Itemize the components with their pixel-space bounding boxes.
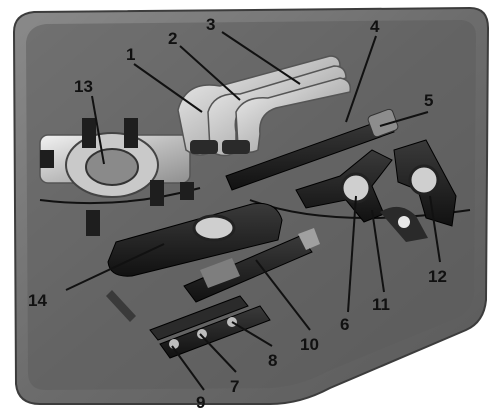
callout-10: 10 [300,335,319,354]
crossbar-2-arm [393,139,457,227]
callout-13: 13 [74,77,93,96]
hydraulic-ram [183,228,320,303]
callout-6: 6 [340,315,349,334]
callout-1: 1 [126,45,135,64]
puller-jaws [177,55,352,157]
extension-tubes [106,290,271,359]
spindle [225,108,399,191]
callout-8: 8 [268,351,277,370]
callout-5: 5 [424,91,433,110]
callout-11: 11 [372,295,390,314]
callout-14: 14 [28,291,47,310]
callout-4: 4 [370,17,380,36]
callout-3: 3 [206,15,215,34]
bearing-separator [39,118,194,236]
callout-9: 9 [196,393,205,412]
chain-adapter [380,206,428,242]
leader-lines [65,31,441,391]
crossbar-3-arm [295,149,393,223]
callout-2: 2 [168,29,177,48]
callout-7: 7 [230,377,239,396]
callout-12: 12 [428,267,447,286]
